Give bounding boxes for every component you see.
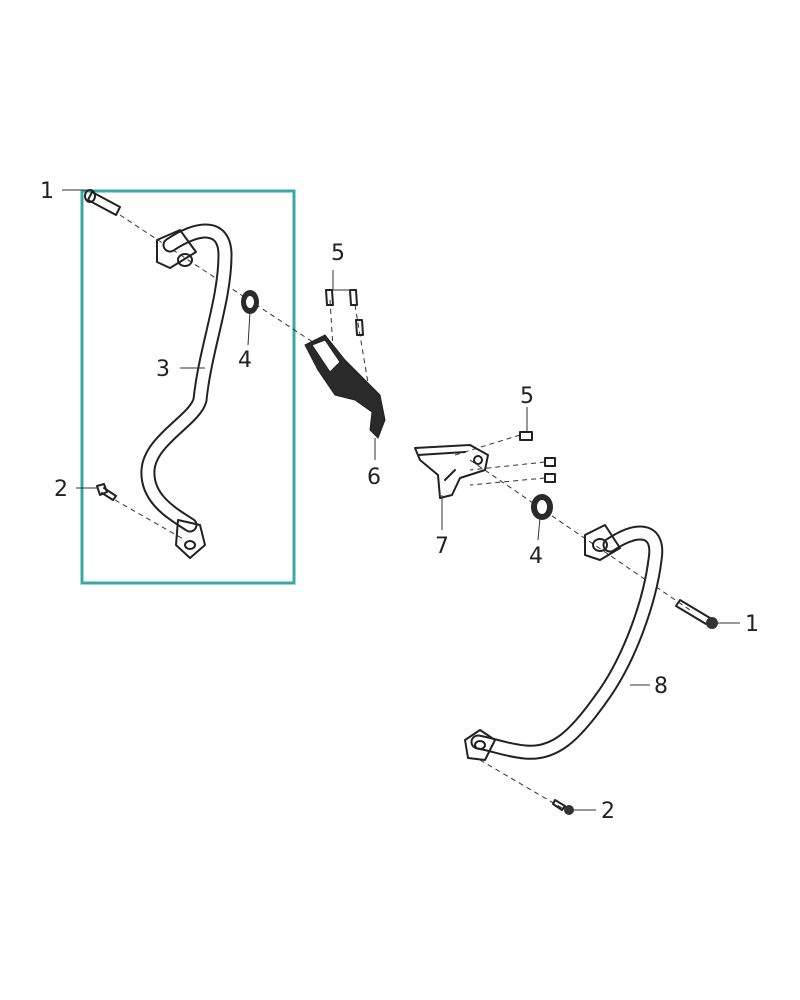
callout-5-right: 5 [520, 384, 534, 409]
bracket-6 [304, 334, 386, 439]
callout-4-right: 4 [529, 544, 543, 569]
callout-2-bottom: 2 [601, 799, 615, 824]
callout-1-top: 1 [40, 179, 54, 204]
bolts-5-top [325, 289, 364, 336]
bolt-1-top [84, 189, 121, 216]
callout-8: 8 [654, 674, 668, 699]
callout-4-left: 4 [238, 348, 252, 373]
callout-2-left: 2 [54, 477, 68, 502]
bracket-7 [414, 444, 489, 499]
callout-1-right: 1 [745, 612, 759, 637]
crash-bar-3-left [140, 223, 233, 559]
highlight-box [80, 189, 296, 585]
bolt-2-left [96, 483, 117, 501]
crash-bar-8-right [464, 524, 664, 761]
callout-7: 7 [435, 534, 449, 559]
callout-3: 3 [156, 357, 170, 382]
bolt-2-bottom [552, 799, 574, 815]
assembly-lines [114, 214, 691, 809]
callout-6: 6 [367, 465, 381, 490]
bolts-5-right [519, 431, 556, 483]
bushing-4-left [241, 290, 259, 314]
callout-5-top: 5 [331, 241, 345, 266]
bolt-1-right [675, 599, 718, 629]
leader-lines [62, 189, 740, 811]
bushing-4-right [531, 494, 553, 520]
